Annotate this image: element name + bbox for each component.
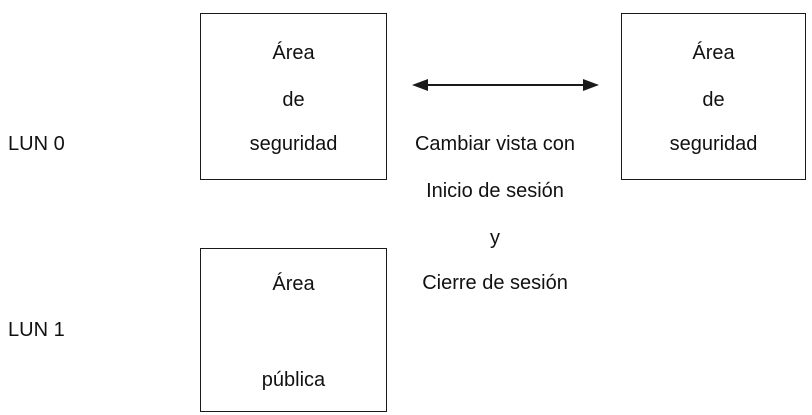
- secure-area-left-box: Área de seguridad: [200, 13, 387, 180]
- lun-0-label: LUN 0: [8, 133, 65, 155]
- secure-area-right-line3: seguridad: [669, 133, 758, 155]
- switch-caption-line4: Cierre de sesión: [422, 272, 568, 294]
- switch-caption-line2: Inicio de sesión: [426, 180, 564, 202]
- secure-area-left-line2: de: [282, 89, 305, 111]
- secure-area-left-line3: seguridad: [249, 133, 338, 155]
- public-area-line1: Área: [272, 273, 315, 295]
- switch-caption-line1: Cambiar vista con: [414, 133, 576, 155]
- secure-area-right-line1: Área: [692, 42, 735, 64]
- secure-area-left-line1: Área: [272, 42, 315, 64]
- secure-area-right-line2: de: [702, 89, 725, 111]
- public-area-line2: pública: [261, 369, 326, 391]
- switch-caption-line3: y: [490, 227, 500, 249]
- lun-1-label: LUN 1: [8, 319, 65, 341]
- secure-area-right-box: Área de seguridad: [621, 13, 806, 180]
- public-area-box: Área pública: [200, 248, 387, 412]
